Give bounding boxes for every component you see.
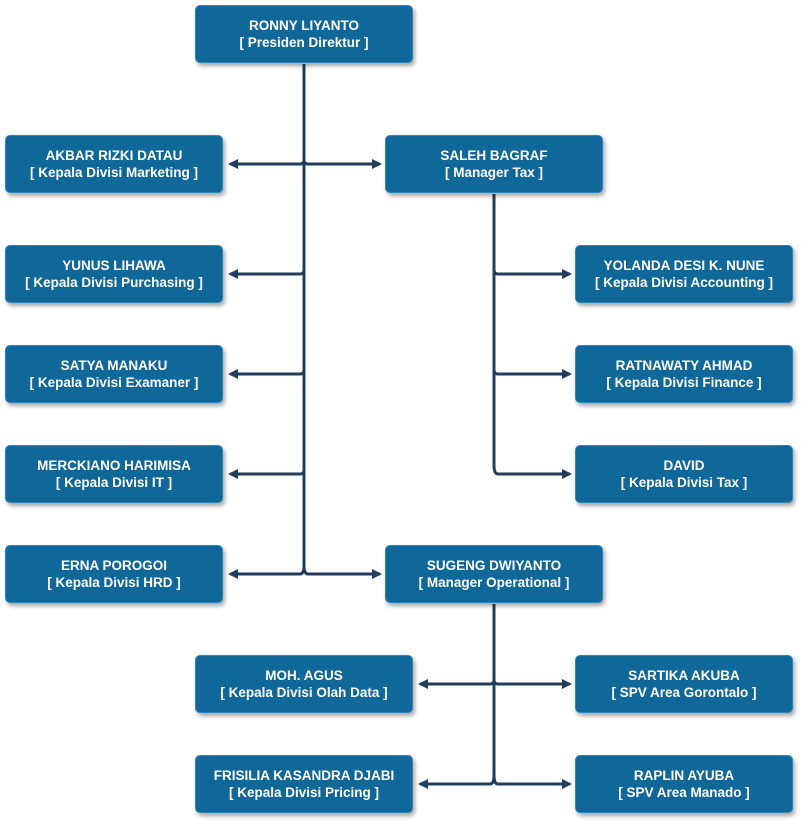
- node-moh: MOH. AGUS Kepala Divisi Olah Data: [195, 655, 413, 713]
- node-role: SPV Area Manado: [618, 784, 750, 801]
- node-name: SUGENG DWIYANTO: [426, 558, 562, 573]
- node-name: SALEH BAGRAF: [440, 148, 548, 163]
- node-role: Kepala Divisi Purchasing: [25, 274, 203, 291]
- node-name: RATNAWATY AHMAD: [615, 358, 753, 373]
- node-name: YOLANDA DESI K. NUNE: [603, 258, 765, 273]
- node-role: Manager Tax: [445, 164, 543, 181]
- node-frisilia: FRISILIA KASANDRA DJABI Kepala Divisi Pr…: [195, 755, 413, 813]
- node-ratnawaty: RATNAWATY AHMAD Kepala Divisi Finance: [575, 345, 793, 403]
- node-sartika: SARTIKA AKUBA SPV Area Gorontalo: [575, 655, 793, 713]
- node-david: DAVID Kepala Divisi Tax: [575, 445, 793, 503]
- node-saleh: SALEH BAGRAF Manager Tax: [385, 135, 603, 193]
- node-role: Kepala Divisi Pricing: [229, 784, 379, 801]
- node-ronny: RONNY LIYANTO Presiden Direktur: [195, 5, 413, 63]
- node-name: AKBAR RIZKI DATAU: [45, 148, 183, 163]
- node-name: MOH. AGUS: [265, 668, 343, 683]
- node-role: Kepala Divisi Tax: [621, 474, 748, 491]
- node-role: Presiden Direktur: [239, 34, 368, 51]
- node-name: MERCKIANO HARIMISA: [37, 458, 191, 473]
- node-name: SARTIKA AKUBA: [628, 668, 740, 683]
- node-sugeng: SUGENG DWIYANTO Manager Operational: [385, 545, 603, 603]
- node-role: Kepala Divisi Examaner: [30, 374, 199, 391]
- node-role: Kepala Divisi Olah Data: [220, 684, 387, 701]
- node-yunus: YUNUS LIHAWA Kepala Divisi Purchasing: [5, 245, 223, 303]
- node-role: Kepala Divisi Accounting: [595, 274, 773, 291]
- node-role: Kepala Divisi Marketing: [30, 164, 198, 181]
- node-name: SATYA MANAKU: [60, 358, 168, 373]
- node-role: Manager Operational: [419, 574, 570, 591]
- node-role: Kepala Divisi IT: [56, 474, 172, 491]
- node-satya: SATYA MANAKU Kepala Divisi Examaner: [5, 345, 223, 403]
- node-name: FRISILIA KASANDRA DJABI: [213, 768, 395, 783]
- node-erna: ERNA POROGOI Kepala Divisi HRD: [5, 545, 223, 603]
- node-role: SPV Area Gorontalo: [611, 684, 756, 701]
- node-name: RONNY LIYANTO: [248, 18, 360, 33]
- node-role: Kepala Divisi Finance: [606, 374, 761, 391]
- node-raplin: RAPLIN AYUBA SPV Area Manado: [575, 755, 793, 813]
- node-merckiano: MERCKIANO HARIMISA Kepala Divisi IT: [5, 445, 223, 503]
- node-yolanda: YOLANDA DESI K. NUNE Kepala Divisi Accou…: [575, 245, 793, 303]
- node-akbar: AKBAR RIZKI DATAU Kepala Divisi Marketin…: [5, 135, 223, 193]
- node-name: ERNA POROGOI: [60, 558, 167, 573]
- node-role: Kepala Divisi HRD: [47, 574, 181, 591]
- node-name: RAPLIN AYUBA: [633, 768, 735, 783]
- node-name: DAVID: [663, 458, 705, 473]
- node-name: YUNUS LIHAWA: [62, 258, 166, 273]
